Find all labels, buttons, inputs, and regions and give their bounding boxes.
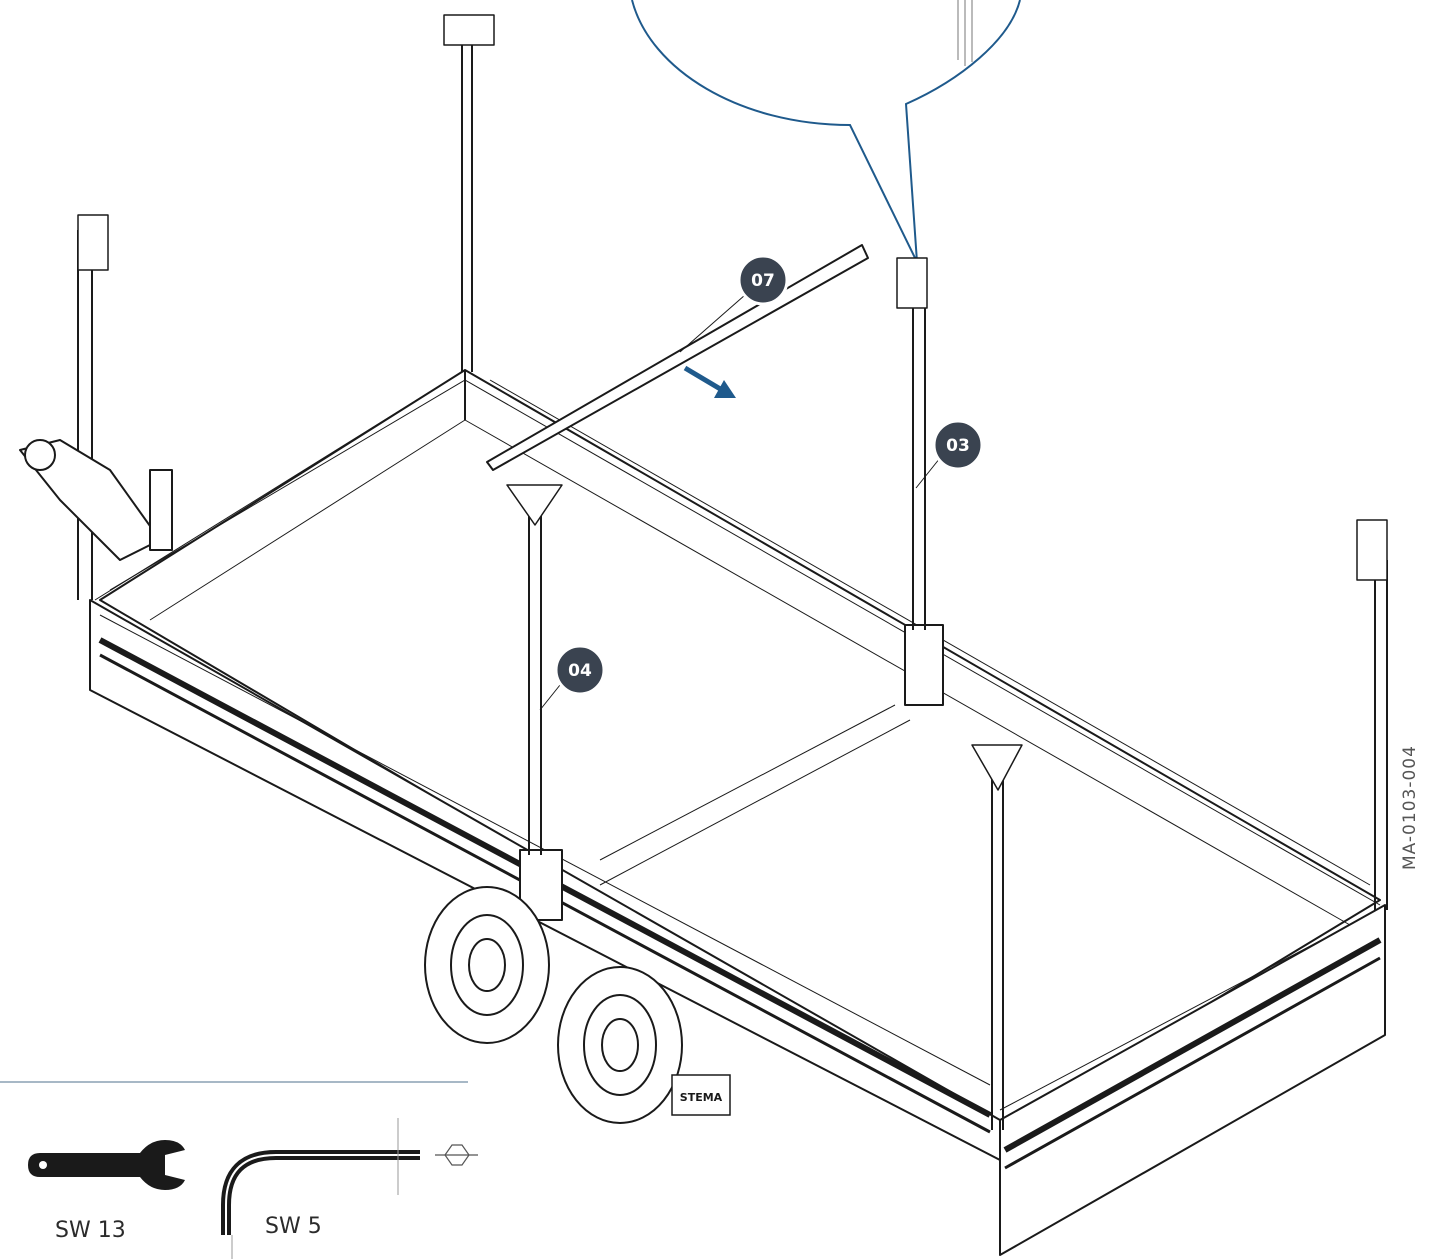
callout-03: 03 [932,419,984,471]
callout-07: 07 [737,254,789,306]
document-code: MA-0103-004 [1400,745,1420,870]
wheel-rear [557,966,683,1124]
callout-04: 04 [554,644,606,696]
hex-bolt-symbol-icon [435,1144,478,1166]
hex-key-icon [221,1118,420,1259]
wrench-icon [28,1140,185,1190]
detail-bubble [631,0,1021,263]
hex-key-size-label: SW 5 [265,1214,322,1239]
wheel-front [424,886,550,1044]
svg-text:03: 03 [946,436,970,456]
direction-arrow-icon [683,365,736,398]
svg-text:STEMA: STEMA [680,1091,723,1104]
detail-bubble-inner-lines [957,0,973,66]
svg-text:07: 07 [751,271,775,291]
trailer-drawing [19,14,1388,1256]
brand-plate: STEMA [671,1074,731,1116]
wrench-size-label: SW 13 [55,1218,126,1243]
svg-text:04: 04 [568,661,592,681]
